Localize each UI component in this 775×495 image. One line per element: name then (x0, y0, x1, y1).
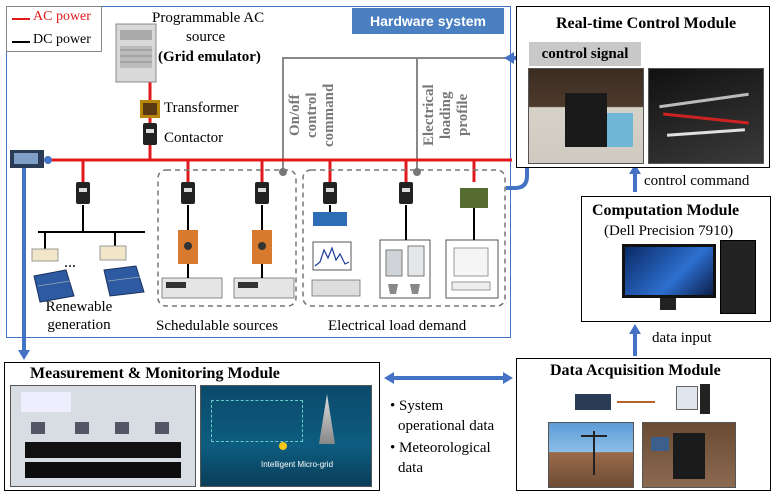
bullet-meteorological-text1: Meteorological (399, 440, 491, 456)
source-label-line3: (Grid emulator) (158, 49, 261, 65)
meter-icon (10, 150, 44, 168)
battery-inverter-icon (178, 230, 272, 264)
control-node-2 (413, 168, 421, 176)
heater-base (451, 281, 491, 291)
contactor-icon (76, 123, 413, 204)
ac-drops (81, 160, 476, 182)
load-demand-label: Electrical load demand (328, 318, 467, 334)
realtime-title: Real-time Control Module (556, 15, 737, 32)
source-label-line1: Programmable AC (152, 10, 265, 26)
control-signal-label: control signal (529, 42, 641, 66)
daq-monitor-icon (676, 386, 698, 410)
computation-subtitle: (Dell Precision 7910) (604, 223, 734, 239)
daq-lab-photo (642, 422, 736, 488)
inverter-icon (31, 245, 127, 262)
control-node-1 (279, 168, 287, 176)
transformer-label: Transformer (164, 100, 239, 116)
control-command-label: control command (644, 173, 750, 189)
schedulable-group-box (157, 169, 297, 307)
load-inverter-icon (313, 212, 347, 226)
bullet-system-data-line1: • System (390, 398, 444, 414)
bullet-meteorological-line2: data (398, 460, 423, 476)
dehumidifier-icon (385, 245, 425, 294)
daq-cable (617, 401, 655, 403)
acquisition-title: Data Acquisition Module (550, 362, 721, 379)
contactor-label: Contactor (164, 130, 224, 146)
realtime-photo-wiring (648, 68, 764, 164)
bullet-meteorological-line1: • Meteorological (390, 440, 491, 456)
bus-node (44, 156, 52, 164)
workstation-tower-icon (720, 240, 756, 314)
grid-emulator-icon (115, 23, 157, 83)
daq-device-icon (575, 394, 611, 410)
bullet-system-data-line2: operational data (398, 418, 495, 434)
load-profile-chart-icon (312, 241, 352, 271)
realtime-photo-rack (528, 68, 644, 164)
weather-station-photo (548, 422, 634, 488)
legend-ac-line (12, 18, 30, 20)
electronic-load-icon (311, 279, 361, 297)
hardware-system-label: Hardware system (352, 8, 504, 34)
monitor-stand-icon (660, 298, 676, 310)
heater-icon (453, 247, 489, 277)
dashboard-caption: Intelligent Micro-grid (261, 460, 334, 469)
daq-tower-icon (700, 384, 710, 414)
load-group-box (302, 169, 506, 307)
contactor-highlights (79, 129, 410, 192)
transformer-icon (140, 100, 160, 118)
renewable-ellipsis: ... (64, 254, 76, 271)
schedulable-label: Schedulable sources (156, 318, 279, 334)
relay-board-icon (460, 188, 488, 208)
dc-power-supply-icon (161, 277, 295, 299)
microgrid-dashboard-screenshot: Intelligent Micro-grid (200, 385, 372, 487)
bullet-system-data-text1: System (399, 398, 444, 414)
source-label-line2: source (186, 29, 226, 45)
measurement-title: Measurement & Monitoring Module (30, 365, 280, 382)
onoff-command-label: On/off control command (287, 83, 337, 147)
legend-box (6, 6, 102, 52)
legend-ac-label: AC power (33, 9, 91, 24)
computation-title: Computation Module (592, 202, 740, 219)
data-input-label: data input (652, 330, 712, 346)
loading-profile-label: Electrical loading profile (421, 84, 471, 146)
hardware-system-frame (6, 6, 511, 338)
solar-panel-icon (33, 265, 145, 303)
legend-dc-label: DC power (33, 32, 91, 47)
legend-dc-line (12, 41, 30, 43)
computer-monitor-icon (622, 244, 716, 298)
renewable-label: Renewable generation (45, 299, 113, 333)
labview-panel-screenshot (10, 385, 196, 487)
